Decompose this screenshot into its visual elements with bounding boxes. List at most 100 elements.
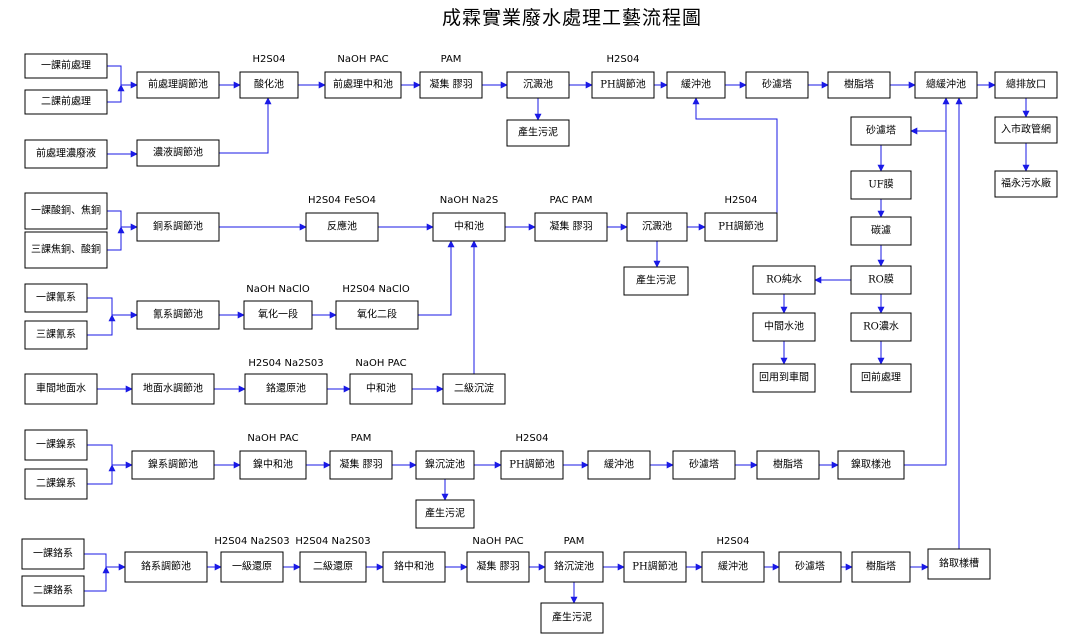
process-box: 凝集 膠羽 (329, 450, 393, 480)
process-box: 砂濾塔 (778, 551, 842, 583)
process-box: 樹脂塔 (851, 551, 911, 583)
process-box: 一課鎳系 (24, 429, 88, 461)
process-box-frame (756, 450, 820, 480)
process-box-frame (24, 373, 98, 405)
process-box-frame (136, 139, 220, 167)
process-box-label: 三課焦銅、酸銅 (31, 243, 101, 256)
flow-arrow (87, 464, 116, 485)
process-box: 鉻還原池 (244, 373, 328, 405)
process-box-label: 緩沖池 (718, 560, 748, 573)
process-box: 入市政管網 (994, 116, 1058, 144)
process-box-frame (837, 450, 905, 480)
process-box-label: 一課氰系 (36, 291, 76, 304)
process-box: 鎳取樣池 (837, 450, 905, 480)
process-box-label: 氰系調節池 (153, 308, 203, 321)
process-box-label: 三課氰系 (36, 328, 76, 341)
process-box: 總排放口 (994, 71, 1058, 99)
process-box: 沉澱池 (626, 212, 688, 242)
chemical-label: PAC PAM (549, 195, 592, 206)
process-box-label: 凝集 膠羽 (429, 78, 472, 91)
process-box-frame (419, 71, 483, 99)
process-box-frame (704, 212, 778, 242)
process-box: 中和池 (432, 212, 506, 242)
chemical-label: H2S04 FeSO4 (308, 195, 376, 206)
process-box: 沉澱池 (506, 71, 570, 99)
process-box: RO純水 (752, 265, 816, 295)
process-box-label: 凝集 膠羽 (476, 560, 519, 573)
process-box: 二課鉻系 (21, 575, 85, 607)
process-box-frame (752, 312, 816, 342)
process-box-label: PH調節池 (600, 78, 645, 91)
process-box: 二課前處理 (24, 89, 108, 115)
process-box-frame (701, 551, 765, 583)
chemical-label: NaOH NaClO (246, 284, 310, 295)
process-box-label: 砂濾塔 (795, 560, 825, 573)
process-box-frame (850, 312, 912, 342)
flow-arrow (904, 97, 950, 466)
process-box-label: 產生污泥 (518, 126, 558, 139)
process-box: 中間水池 (752, 312, 816, 342)
process-box-frame (666, 71, 726, 99)
process-box: 福永污水廠 (994, 170, 1058, 198)
process-box-label: 總排放口 (1006, 78, 1046, 91)
flow-arrow (107, 226, 125, 251)
process-box-label: RO濃水 (863, 320, 899, 333)
chemical-label: PAM (441, 54, 462, 65)
process-box-label: PH調節池 (718, 220, 763, 233)
flow-arrow (692, 97, 778, 227)
process-box-frame (24, 192, 108, 230)
process-box-label: 鎳取樣池 (851, 458, 891, 471)
process-box-label: 鎳系調節池 (148, 458, 198, 471)
process-box-frame (21, 575, 85, 607)
process-box: 前處理中和池 (324, 71, 402, 99)
chemical-label: H2S04 (717, 536, 750, 547)
process-box-frame (136, 71, 220, 99)
process-box-label: 沉澱池 (523, 78, 553, 91)
chemical-label: NaOH PAC (355, 358, 406, 369)
process-box-frame (752, 363, 816, 393)
process-box: 一課氰系 (24, 283, 88, 313)
chemical-label: NaOH PAC (472, 536, 523, 547)
process-box: PH調節池 (500, 450, 564, 480)
process-box: 產生污泥 (623, 266, 689, 296)
process-box: 前處理調節池 (136, 71, 220, 99)
process-box-frame (442, 373, 506, 405)
process-box: 鎳系調節池 (131, 450, 215, 480)
process-box-label: 酸化池 (254, 78, 284, 91)
process-box-frame (994, 71, 1058, 99)
process-box-frame (745, 71, 809, 99)
process-box-label: 鉻沉淀池 (554, 560, 594, 573)
process-box-label: UF膜 (868, 179, 893, 191)
process-box-label: 中和池 (454, 220, 484, 233)
process-box-frame (626, 212, 688, 242)
process-box-label: 緩沖池 (681, 78, 711, 91)
process-box: 碳濾 (850, 216, 912, 246)
flow-arrow (910, 98, 947, 135)
process-box-frame (587, 450, 651, 480)
flow-arrow (107, 65, 138, 89)
process-box-frame (914, 71, 978, 99)
process-box-frame (540, 602, 604, 634)
process-box-label: 二課鎳系 (36, 477, 76, 490)
process-box-frame (752, 265, 816, 295)
process-box: 凝集 膠羽 (419, 71, 483, 99)
process-box-frame (672, 450, 736, 480)
process-box-label: 產生污泥 (636, 274, 676, 287)
process-box: 樹脂塔 (827, 71, 891, 99)
process-box: 三課焦銅、酸銅 (24, 231, 108, 269)
flow-arrow (418, 240, 455, 316)
process-box-label: 樹脂塔 (866, 560, 896, 573)
process-box: PH調節池 (591, 71, 655, 99)
process-box-frame (24, 429, 88, 461)
process-box: 反應池 (305, 212, 379, 242)
process-box: 鉻中和池 (382, 551, 446, 583)
chemical-label: H2S04 NaClO (342, 284, 410, 295)
process-box-frame (239, 71, 299, 99)
chemical-label: PAM (351, 433, 372, 444)
chemical-label: NaOH PAC (337, 54, 388, 65)
process-box-label: 前處理中和池 (333, 78, 393, 91)
process-box-frame (299, 551, 367, 583)
process-box-label: 鉻系調節池 (141, 560, 191, 573)
chemical-label: H2S04 Na2S03 (214, 536, 289, 547)
